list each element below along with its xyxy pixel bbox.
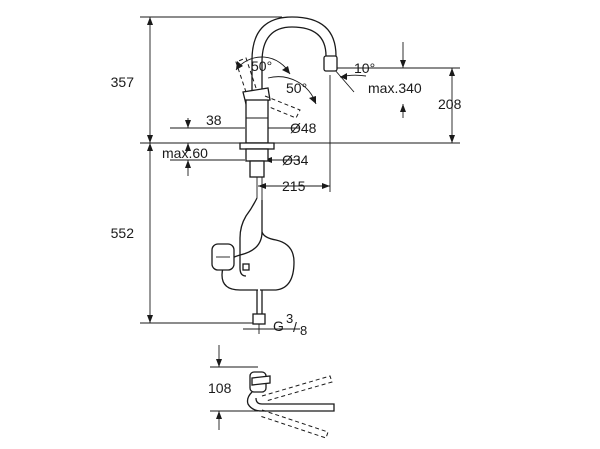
mounting-flange	[239, 142, 275, 150]
spout-outlet-height-label: 208	[438, 96, 462, 112]
plan-spout	[246, 391, 335, 412]
mounting-nut	[245, 148, 269, 162]
thread-denominator-label: 8	[300, 323, 307, 338]
hose-clip	[242, 263, 250, 271]
height-below-counter-label: 552	[111, 225, 135, 241]
lever-right-position	[261, 95, 301, 119]
max-counter-thickness-label: max.60	[162, 145, 208, 161]
max-spout-height-label: max.340	[368, 80, 422, 96]
dimension-50deg-swivel: 50° 50°	[235, 56, 317, 105]
spout-reach-label: 215	[282, 178, 306, 194]
thread-numerator-label: 3	[286, 311, 293, 326]
dimension-max60: max.60	[162, 145, 208, 176]
dimension-208: 208	[438, 68, 462, 143]
faucet-side-view	[235, 16, 338, 200]
dimension-357: 357	[111, 17, 153, 143]
reference-lines	[140, 16, 460, 324]
dimension-215: 215	[258, 75, 331, 194]
pullout-hose-loop-right	[260, 231, 295, 291]
body-offset-label: 38	[206, 112, 222, 128]
svg-text:/: /	[293, 319, 297, 335]
spout-inner	[261, 26, 327, 95]
plan-lever	[251, 375, 271, 386]
supply-hose-left	[239, 197, 258, 239]
faucet-body	[245, 99, 269, 144]
plan-spout-rotated-down	[259, 409, 329, 439]
mount-hole-diameter-label: Ø34	[282, 152, 309, 168]
supply-hoses	[211, 197, 295, 334]
connection-fitting	[252, 313, 266, 325]
spray-head	[323, 55, 338, 72]
dimension-38: 38	[185, 112, 222, 151]
dimension-max340: max.340	[368, 42, 422, 118]
spout-swivel-down-label: 50°	[286, 80, 307, 96]
plan-spout-rotated-up	[261, 375, 333, 402]
plan-view-depth-label: 108	[208, 380, 232, 396]
plan-view: 108	[208, 345, 335, 439]
height-above-counter-label: 357	[111, 74, 135, 90]
dimension-diameters: Ø48 Ø34	[246, 120, 317, 168]
spout-outer	[251, 16, 337, 95]
body-diameter-label: Ø48	[290, 120, 317, 136]
connection-thread-label: G 3 / 8	[243, 311, 307, 338]
spout-tilt-label: 10°	[354, 60, 375, 76]
supply-hose-drop	[239, 238, 247, 277]
lever-up-position	[235, 57, 257, 93]
dimension-552: 552	[111, 143, 153, 323]
mounting-shank	[249, 160, 265, 178]
thread-base-label: G	[273, 318, 284, 334]
